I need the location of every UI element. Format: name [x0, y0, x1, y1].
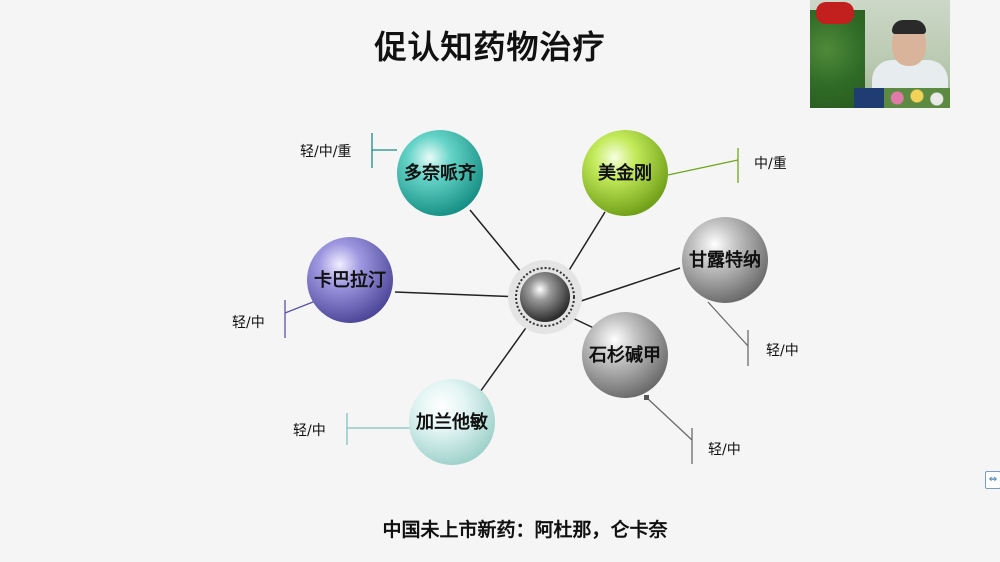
- flower-arrangement: [884, 88, 950, 108]
- node-label-duonaipiqi: 多奈哌齐: [404, 162, 477, 184]
- severity-label-shishanjianjia: 轻/中: [708, 442, 741, 458]
- line-ganlutena: [574, 267, 681, 304]
- node-kabalating: 卡巴拉汀: [307, 237, 393, 323]
- node-label-kabalating: 卡巴拉汀: [314, 269, 386, 291]
- callout-brackets: [284, 133, 749, 464]
- line-kabalating: [394, 291, 521, 298]
- speaker-video-overlay: [810, 0, 950, 108]
- bracket-ganlutena: [707, 301, 749, 366]
- severity-label-ganlutena: 轻/中: [766, 343, 799, 359]
- slide-footer: 中国未上市新药：阿杜那，仑卡奈: [382, 519, 668, 541]
- bracket-duonaipiqi: [371, 133, 397, 168]
- node-label-ganlutena: 甘露特纳: [689, 249, 761, 271]
- slide-title: 促认知药物治疗: [374, 28, 606, 66]
- severity-label-meijingang: 中/重: [754, 156, 787, 172]
- severity-label-jialantamin: 轻/中: [293, 423, 326, 439]
- marker-shishanjianjia: [644, 395, 649, 400]
- lantern-decoration: [816, 2, 854, 24]
- node-duonaipiqi: 多奈哌齐: [397, 130, 483, 216]
- line-jialantamin: [479, 317, 534, 393]
- center-hub: [508, 260, 582, 334]
- bracket-meijingang: [667, 148, 739, 183]
- severity-label-kabalating: 轻/中: [232, 315, 265, 331]
- expand-icon[interactable]: ⇔: [985, 471, 1000, 489]
- node-label-shishanjianjia: 石杉碱甲: [588, 344, 661, 366]
- node-shishanjianjia: 石杉碱甲: [582, 312, 668, 398]
- bracket-jialantamin: [346, 413, 410, 445]
- node-meijingang: 美金刚: [582, 130, 668, 216]
- node-ganlutena: 甘露特纳: [682, 217, 768, 303]
- node-label-jialantamin: 加兰他敏: [415, 411, 489, 433]
- bracket-kabalating: [284, 296, 319, 338]
- node-jialantamin: 加兰他敏: [409, 379, 495, 465]
- bracket-shishanjianjia: [646, 397, 693, 464]
- severity-label-duonaipiqi: 轻/中/重: [300, 144, 351, 160]
- node-label-meijingang: 美金刚: [598, 162, 652, 184]
